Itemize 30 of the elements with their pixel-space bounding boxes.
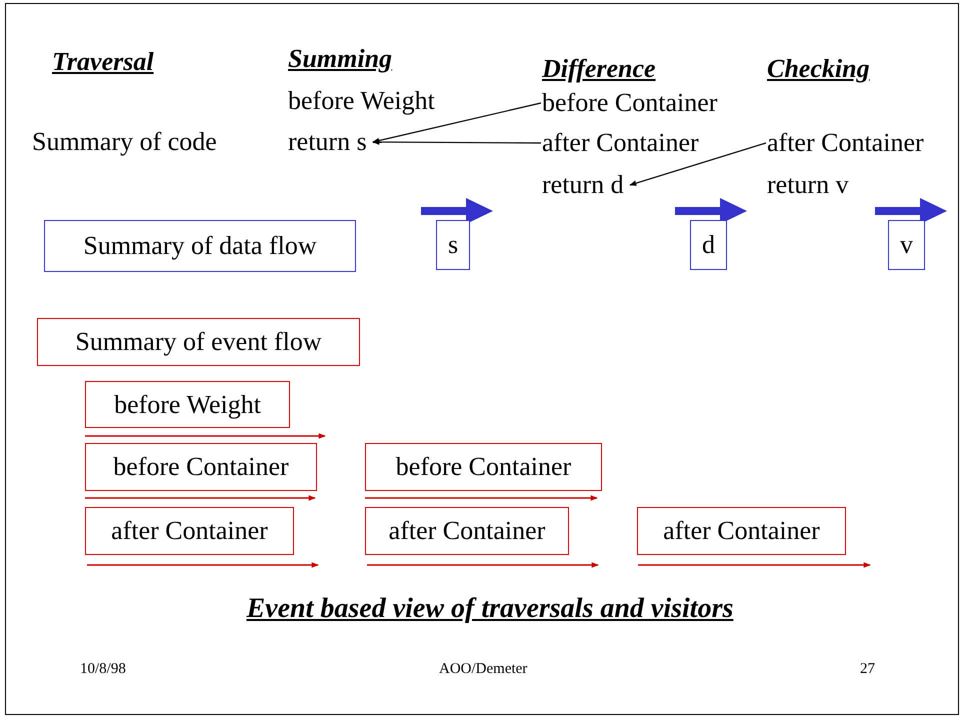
event-box: before Container [85, 443, 317, 491]
column-heading: Difference [542, 54, 656, 84]
footer-text: AOO/Demeter [439, 660, 528, 678]
code-line: after Container [542, 128, 699, 158]
code-line: return v [767, 170, 849, 200]
date-text: 10/8/98 [80, 660, 126, 678]
code-line: return d [542, 170, 624, 200]
code-line: before Weight [288, 86, 435, 116]
event-flow-box: Summary of event flow [37, 318, 360, 366]
arrow [372, 102, 542, 144]
code-line: before Container [542, 88, 718, 118]
event-box: after Container [365, 507, 569, 555]
data-flow-box: Summary of data flow [44, 220, 356, 272]
event-box: after Container [637, 507, 846, 555]
row-label: Summary of code [32, 127, 217, 157]
data-box: d [690, 220, 727, 270]
column-heading: Summing [288, 44, 392, 74]
arrow [372, 139, 541, 145]
arrow [629, 142, 766, 186]
column-heading: Traversal [52, 47, 154, 77]
event-box: after Container [85, 507, 294, 555]
caption: Event based view of traversals and visitors [246, 594, 734, 624]
code-line: return s [288, 127, 367, 157]
data-box: v [888, 220, 925, 270]
event-box: before Container [365, 443, 602, 491]
data-box: s [436, 220, 470, 270]
event-box: before Weight [85, 381, 290, 428]
page-number: 27 [860, 660, 875, 678]
code-line: after Container [767, 128, 924, 158]
column-heading: Checking [767, 54, 870, 84]
